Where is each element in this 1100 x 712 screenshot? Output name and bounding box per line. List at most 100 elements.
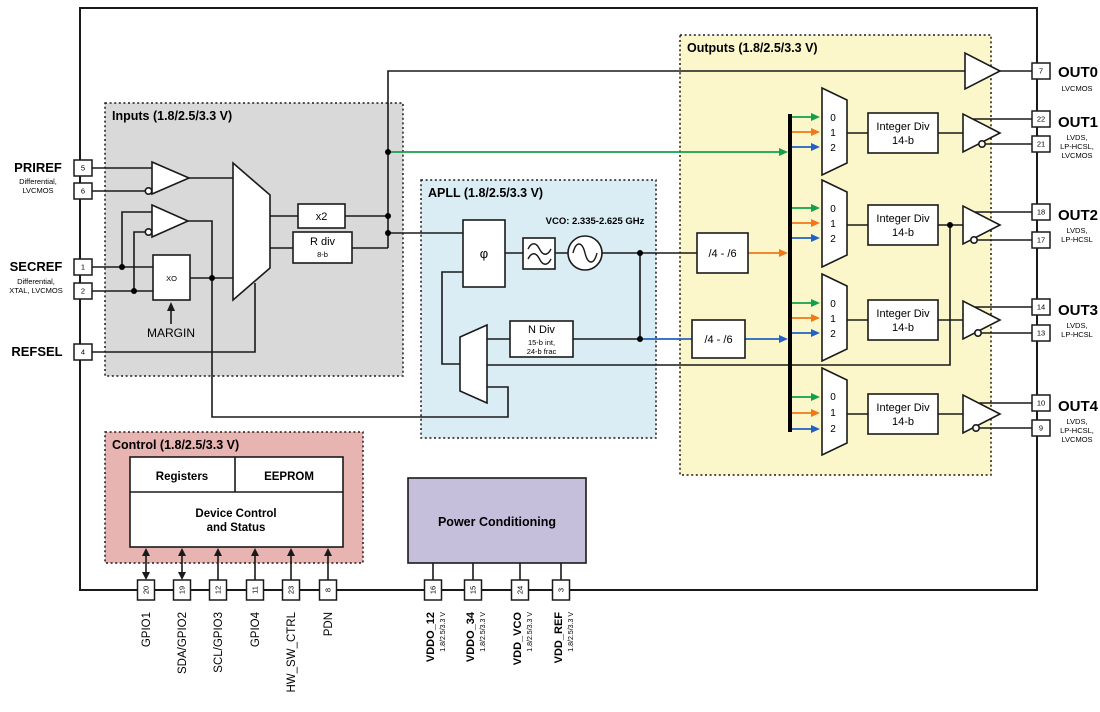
svg-text:0: 0 [830, 299, 836, 310]
svg-text:1: 1 [830, 408, 836, 419]
post-divider-a-block [696, 232, 749, 274]
svg-text:1.8/2.5/3.3 V: 1.8/2.5/3.3 V [480, 612, 487, 652]
eeprom-label: EEPROM [264, 471, 314, 483]
svg-text:12: 12 [214, 586, 223, 594]
bottom-power-pins: 16 15 24 3 [423, 579, 571, 601]
svg-text:19: 19 [178, 586, 187, 594]
svg-text:1: 1 [830, 128, 836, 139]
svg-text:15: 15 [469, 586, 478, 594]
apll-region-title: APLL (1.8/2.5/3.3 V) [428, 186, 543, 200]
svg-text:23: 23 [287, 586, 296, 594]
svg-text:1.8/2.5/3.3 V: 1.8/2.5/3.3 V [527, 612, 534, 652]
registers-label: Registers [156, 471, 208, 483]
loop-filter-block [522, 237, 556, 270]
left-port-labels: PRIREF Differential, LVCMOS SECREF Diffe… [9, 160, 63, 359]
svg-text:13: 13 [1037, 329, 1045, 338]
power-block: Power Conditioning [407, 477, 587, 564]
device-control-block [129, 456, 344, 548]
pin-24 [510, 579, 530, 601]
right-port-labels: OUT0 LVCMOS OUT1 LVDS, LP-HCSL, LVCMOS O… [1058, 64, 1099, 444]
svg-text:7: 7 [1039, 67, 1043, 76]
out2-integer-div-block [867, 204, 939, 246]
apll-region [420, 179, 657, 439]
svg-text:11: 11 [251, 586, 260, 594]
pin-20 [136, 579, 156, 601]
svg-text:9: 9 [1039, 424, 1043, 433]
svg-text:XTAL, LVCMOS: XTAL, LVCMOS [9, 286, 63, 295]
junction-dots [119, 149, 953, 342]
out1-label: OUT1 [1058, 114, 1098, 131]
svg-text:16: 16 [429, 586, 438, 594]
svg-text:0: 0 [830, 113, 836, 124]
out0-buffer [964, 51, 1002, 91]
svg-text:4: 4 [81, 348, 85, 357]
out2-label: OUT2 [1058, 207, 1098, 224]
xo-label: XO [166, 274, 177, 283]
n-divider-block [509, 320, 574, 358]
svg-text:8: 8 [324, 588, 333, 592]
out2-buffer [962, 204, 1002, 246]
bottom-control-labels: GPIO1 SDA/GPIO2 SCL/GPIO3 GPIO4 HW_SW_CT… [141, 611, 335, 692]
rdiv-label: R div [310, 236, 336, 248]
svg-text:14-b: 14-b [892, 416, 914, 428]
svg-text:6: 6 [81, 187, 85, 196]
margin-label: MARGIN [147, 326, 195, 340]
svg-text:21: 21 [1037, 140, 1045, 149]
gpio4-label: GPIO4 [250, 611, 262, 647]
svg-text:0: 0 [830, 392, 836, 403]
priref-invert-bubble-icon [144, 187, 153, 196]
svg-text:20: 20 [142, 586, 151, 594]
input-blocks: XO MARGIN x2 R div 8-b [144, 160, 353, 340]
post-divider-b-label: /4 - /6 [704, 334, 732, 346]
integer-dividers: Integer Div 14-b Integer Div 14-b Intege… [867, 112, 939, 435]
pdn-label: PDN [323, 612, 335, 636]
orange-arrowheads [779, 128, 820, 417]
svg-text:17: 17 [1037, 236, 1045, 245]
pin-14 [1031, 298, 1051, 316]
output-muxes: 0 1 2 0 1 2 0 1 2 0 1 2 [821, 86, 848, 457]
svg-text:3: 3 [557, 588, 566, 592]
out4-mux [821, 366, 848, 457]
out2-invert-bubble-icon [969, 236, 978, 245]
svg-text:2: 2 [830, 234, 836, 245]
control-region-title: Control (1.8/2.5/3.3 V) [112, 438, 239, 452]
out4-buffer [962, 393, 1002, 435]
pin-1 [73, 258, 93, 276]
svg-text:14-b: 14-b [892, 135, 914, 147]
svg-text:14-b: 14-b [892, 227, 914, 239]
pin-11 [245, 579, 265, 601]
out3-mux [821, 272, 848, 363]
svg-text:LP-HCSL,: LP-HCSL, [1060, 142, 1094, 151]
svg-text:LVCMOS: LVCMOS [1061, 435, 1092, 444]
pin-5 [73, 159, 93, 177]
post-dividers: /4 - /6 /4 - /6 [691, 232, 749, 359]
pin-15 [463, 579, 483, 601]
svg-text:22: 22 [1037, 115, 1045, 124]
pin-16 [423, 579, 443, 601]
ndiv-label: N Div [528, 324, 555, 336]
green-wires [388, 116, 812, 398]
svg-text:14-b: 14-b [892, 322, 914, 334]
svg-text:LP-HCSL: LP-HCSL [1061, 235, 1093, 244]
pin-23 [281, 579, 301, 601]
pin-21 [1031, 135, 1051, 153]
vdd-vco-label: VDD_VCO [512, 612, 524, 666]
inputs-region-title: Inputs (1.8/2.5/3.3 V) [112, 109, 232, 123]
svg-text:2: 2 [81, 287, 85, 296]
vddo34-label: VDDO_34 [465, 611, 477, 662]
out1-mux [821, 86, 848, 177]
pin-18 [1031, 203, 1051, 221]
pin-8 [318, 579, 338, 601]
pin-13 [1031, 324, 1051, 342]
priref-label: PRIREF [14, 160, 62, 175]
pin-9 [1031, 419, 1051, 437]
out1-invert-bubble-icon [977, 140, 986, 149]
power-pin-labels: VDDO_12 1.8/2.5/3.3 V VDDO_34 1.8/2.5/3.… [425, 611, 575, 665]
vco-sine-icon [572, 243, 598, 263]
xo-block [152, 254, 191, 301]
svg-text:1.8/2.5/3.3 V: 1.8/2.5/3.3 V [440, 612, 447, 652]
pin-2 [73, 282, 93, 300]
reference-mux [232, 161, 271, 302]
